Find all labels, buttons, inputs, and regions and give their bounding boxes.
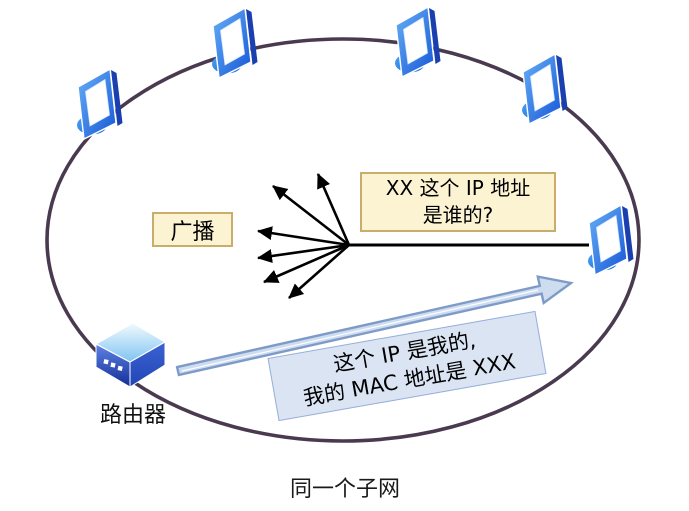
- broadcast-arrow: [257, 226, 350, 247]
- computer-icon: [76, 68, 124, 140]
- arp-request-callout: XX 这个 IP 地址 是谁的?: [360, 172, 556, 232]
- router-icon: [95, 322, 166, 388]
- subnet-ellipse: [45, 37, 641, 443]
- broadcast-arrow: [272, 184, 350, 247]
- broadcast-arrow: [257, 243, 350, 263]
- broadcast-arrow: [263, 243, 350, 284]
- broadcast-arrow: [316, 173, 351, 246]
- computer-icon: [521, 53, 569, 125]
- router-label: 路由器: [99, 403, 166, 428]
- broadcast-arrow: [288, 244, 350, 299]
- broadcast-arrows: [257, 173, 351, 299]
- arp-reply-arrow: [175, 275, 574, 377]
- diagram-caption: 同一个子网: [289, 477, 400, 502]
- broadcast-label-text: 广播: [170, 219, 215, 245]
- arp-request-line2: 是谁的?: [422, 203, 494, 227]
- computer-icon: [211, 7, 259, 79]
- computer-icon: [587, 204, 635, 276]
- arp-request-line1: XX 这个 IP 地址: [385, 176, 531, 200]
- computer-icon: [394, 6, 442, 78]
- broadcast-label: 广播: [152, 212, 233, 247]
